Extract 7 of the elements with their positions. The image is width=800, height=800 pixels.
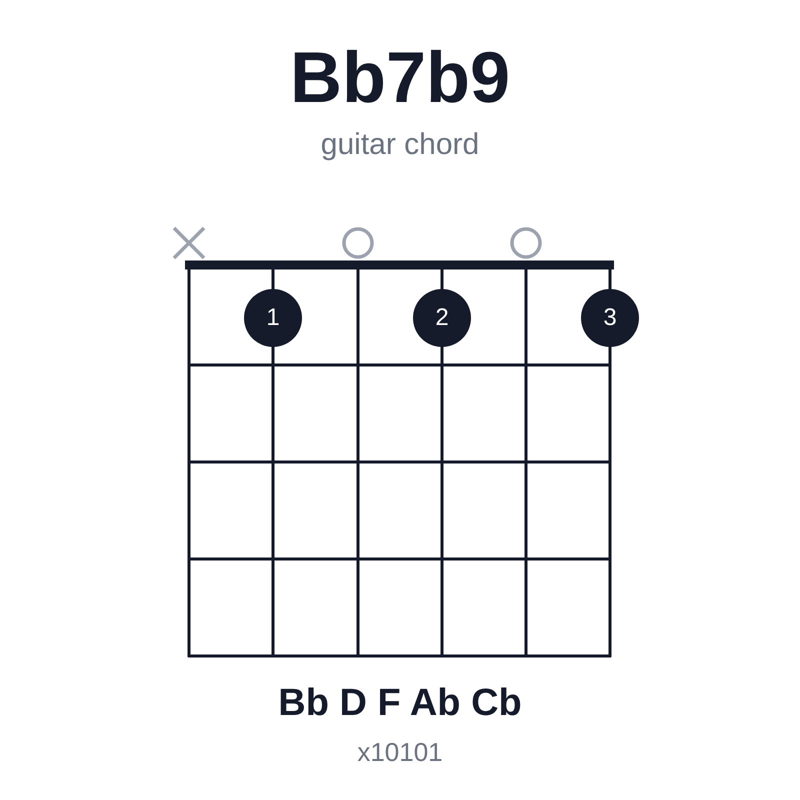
chord-title: Bb7b9 xyxy=(290,42,510,114)
finger-dot: 3 xyxy=(581,289,639,347)
finger-dot: 2 xyxy=(413,289,471,347)
chord-notes: Bb D F Ab Cb xyxy=(278,684,522,722)
subtitle: guitar chord xyxy=(320,130,480,160)
fingering-code: x10101 xyxy=(357,739,443,765)
finger-dot: 1 xyxy=(244,289,302,347)
